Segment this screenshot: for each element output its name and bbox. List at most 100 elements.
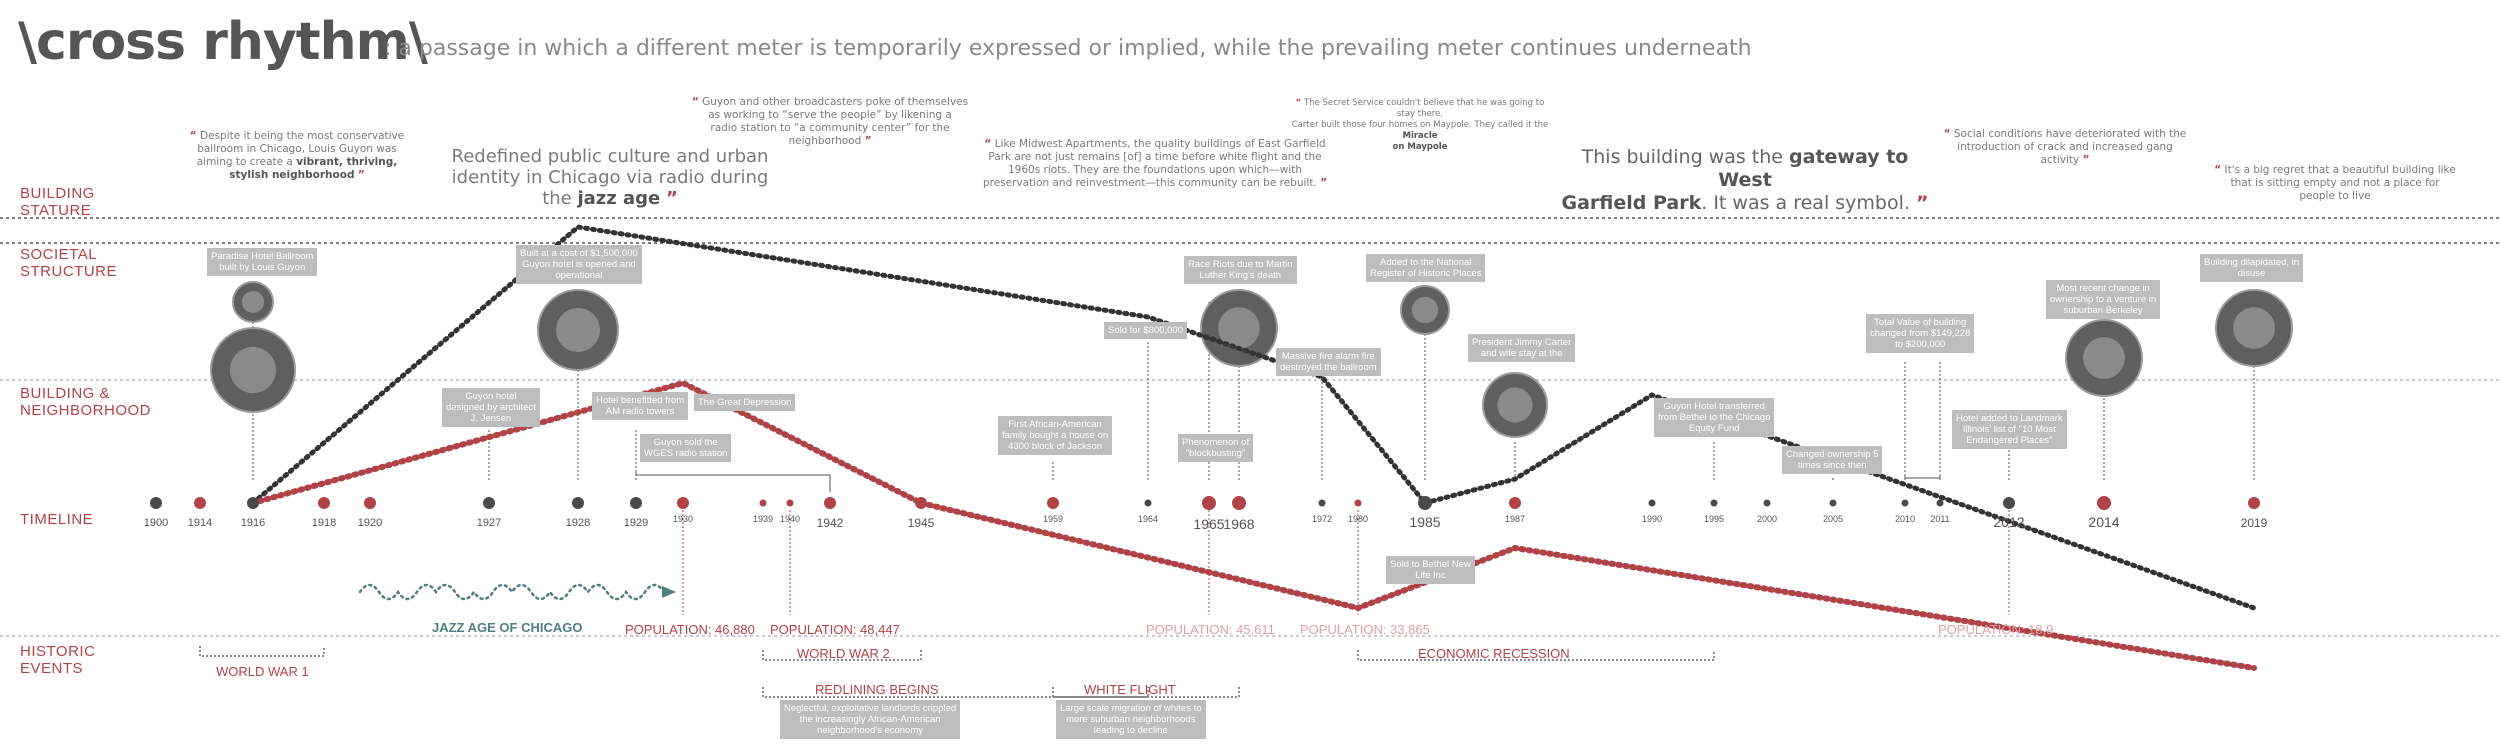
quote-line: Guyon and other broadcasters poke of the… xyxy=(702,96,969,108)
year-label: 1987 xyxy=(1504,514,1526,524)
year-label: 1990 xyxy=(1641,514,1663,524)
year-label: 1918 xyxy=(311,517,337,529)
box-line: Built at a cost of $1,500,000 xyxy=(520,248,638,259)
photo-highlight xyxy=(2083,337,2125,379)
timeline-dot xyxy=(1232,496,1246,510)
bracket-redlining xyxy=(762,687,1149,698)
year-label: 1995 xyxy=(1703,514,1725,524)
row-label-line: SOCIETAL xyxy=(20,246,98,263)
quote-emphasis: Garfield Park xyxy=(1561,192,1702,214)
year-label: 1930 xyxy=(672,514,694,524)
year-label: 2014 xyxy=(2088,514,2120,530)
bracket-connector xyxy=(635,470,831,492)
bracket-world-war-2 xyxy=(762,650,922,661)
box-line: built by Louis Guyon xyxy=(219,262,306,273)
quote-line: The Secret Service couldn't believe that… xyxy=(1303,98,1545,119)
timeline-dot xyxy=(677,497,689,509)
desc-line: Large scale migration of whites to xyxy=(1060,703,1202,714)
quote-mark-icon: ” xyxy=(1915,192,1929,214)
box-line: WGES radio station xyxy=(644,448,728,459)
photo-highlight xyxy=(242,291,264,313)
jazz-age-wave xyxy=(358,583,666,601)
year-label: 2011 xyxy=(1930,514,1950,524)
timeline-dot xyxy=(1354,499,1362,507)
timeline-dot xyxy=(915,497,927,509)
box-line: destroyed the ballroom xyxy=(1280,362,1377,373)
quote-line: neighborhood xyxy=(788,135,862,147)
box-line: Register of Historic Places xyxy=(1370,268,1482,279)
event-redlining: REDLINING BEGINS xyxy=(815,682,939,697)
timeline-dot xyxy=(1047,497,1059,509)
timeline-dot xyxy=(2003,497,2015,509)
bracket-economic-recession xyxy=(1357,650,1715,661)
quote-mark-icon: “ xyxy=(1943,128,1951,140)
quote-broadcasters: “ Guyon and other broadcasters poke of t… xyxy=(690,96,970,148)
quote-secret-service: “ The Secret Service couldn't believe th… xyxy=(1290,98,1550,153)
jazz-age-label: JAZZ AGE OF CHICAGO xyxy=(432,620,583,635)
timeline-dot xyxy=(2097,496,2111,510)
timeline-dot xyxy=(630,497,642,509)
year-label: 1972 xyxy=(1311,514,1333,524)
quote-mark-icon: ” xyxy=(357,169,365,181)
box-line: J. Jensen xyxy=(470,413,512,424)
year-label: 1959 xyxy=(1042,514,1064,524)
quote-line: the xyxy=(542,188,578,209)
box-line: Changed ownership 5 xyxy=(1786,449,1879,460)
box-line: Luther King's death xyxy=(1199,270,1282,281)
year-label: 1929 xyxy=(623,517,649,529)
row-label-historic-events: HISTORIC EVENTS xyxy=(20,643,95,677)
year-label: 2019 xyxy=(2240,516,2268,530)
quote-mark-icon: “ xyxy=(1295,98,1302,108)
desc-line: neighborhood's economy xyxy=(817,725,923,736)
event-economic-recession: ECONOMIC RECESSION xyxy=(1418,646,1570,661)
timeline-dot xyxy=(150,497,162,509)
event-world-war-1: WORLD WAR 1 xyxy=(216,664,309,679)
population-1930: POPULATION: 46,880 xyxy=(625,622,755,637)
quote-mark-icon: “ xyxy=(2214,164,2222,176)
box-line: "blockbusting" xyxy=(1185,448,1246,459)
box-line: Sold for $800,000 xyxy=(1108,325,1184,336)
photo-highlight xyxy=(1218,307,1260,349)
quote-mark-icon: “ xyxy=(984,138,992,150)
box-line: disuse xyxy=(2237,268,2266,279)
year-label: 1985 xyxy=(1409,514,1441,530)
event-redlining-description: Neglectful, exploitative landlords cripp… xyxy=(780,700,961,739)
row-label-line: NEIGHBORHOOD xyxy=(20,402,152,419)
row-label-timeline: TIMELINE xyxy=(20,511,93,528)
quote-line: activity xyxy=(2040,154,2080,166)
quote-line: 1960s riots. They are the foundations up… xyxy=(1008,164,1302,176)
box-line: Guyon sold the xyxy=(653,437,718,448)
box-line: The Great Depression xyxy=(698,397,792,408)
quote-line: Like Midwest Apartments, the quality bui… xyxy=(994,138,1326,150)
jazz-age-arrowhead xyxy=(662,586,676,598)
year-label: 2005 xyxy=(1822,514,1844,524)
quote-mark-icon: “ xyxy=(691,96,699,108)
desc-line: the increasingly African-American xyxy=(799,714,941,725)
bracket-connector xyxy=(1904,475,1941,479)
box-line: Guyon hotel xyxy=(465,391,517,402)
year-label: 1940 xyxy=(779,514,801,524)
photo-highlight xyxy=(556,308,600,352)
timeline-dot xyxy=(318,497,330,509)
year-label: 1942 xyxy=(816,516,844,530)
header-term: \cross rhythm\ xyxy=(18,12,428,72)
box-line: ownership to a venture in xyxy=(2050,294,2157,305)
box-line: operational xyxy=(555,270,603,281)
row-label-line: HISTORIC xyxy=(20,643,96,660)
box-line: Paradise Hotel Ballroom xyxy=(211,251,314,262)
timeline-dot xyxy=(1710,499,1718,507)
box-line: Most recent change in xyxy=(2056,283,2150,294)
box-line: Building dilapidated, in xyxy=(2204,257,2300,268)
row-label-building-neighborhood: BUILDING & NEIGHBORHOOD xyxy=(20,385,151,419)
